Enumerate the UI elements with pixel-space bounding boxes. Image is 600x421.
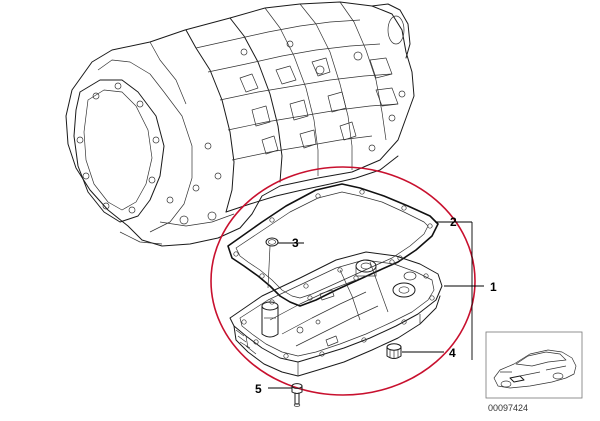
callout-1: 1 xyxy=(490,280,497,294)
highlight-ring xyxy=(210,166,476,396)
o-ring xyxy=(265,237,279,289)
oil-pan xyxy=(229,251,443,377)
reference-number: 00097424 xyxy=(488,403,528,413)
oil-pan-gasket xyxy=(227,183,439,307)
callout-2: 2 xyxy=(450,215,457,229)
callout-4: 4 xyxy=(449,346,456,360)
callout-3: 3 xyxy=(292,236,299,250)
pan-bolt xyxy=(291,383,303,407)
drain-plug xyxy=(386,343,402,359)
callout-5: 5 xyxy=(255,382,262,396)
vehicle-thumbnail xyxy=(485,331,583,399)
leader-lines xyxy=(268,221,484,389)
transmission-housing xyxy=(65,1,415,247)
car-icon xyxy=(493,349,577,389)
